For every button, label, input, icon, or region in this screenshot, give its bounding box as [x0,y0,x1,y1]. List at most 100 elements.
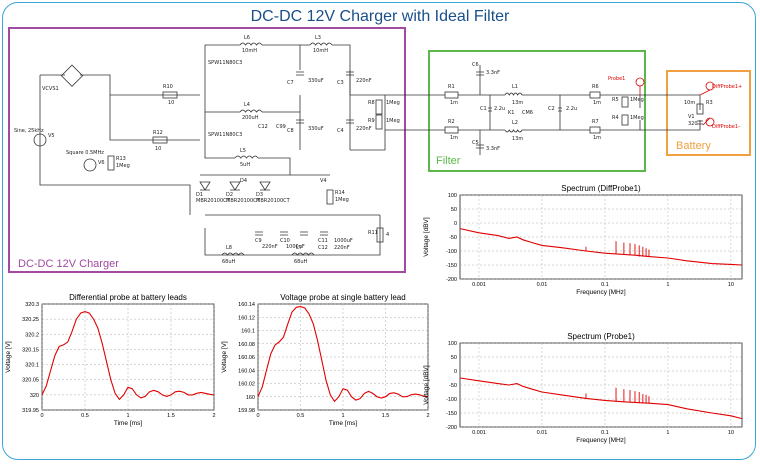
chart4-ytick-label: 100 [448,341,457,347]
chart1-ytick-label: 320.2 [25,332,39,338]
chart4-title: Spectrum (Probe1) [567,332,635,341]
label-c8-value: 330uF [308,126,324,132]
label-q2: SPW11N80C3 [208,132,243,138]
label-c2-value: 2.2u [566,106,578,112]
chart2-title: Voltage probe at single battery lead [280,293,405,302]
label-v6: V6 [98,160,105,166]
label-c7: C7 [287,80,294,86]
label-r10-value: 10 [168,100,175,106]
label-r5: R5 [612,97,619,103]
chart1-ytick-label: 320.25 [22,317,39,323]
chart1-ylabel: Voltage [V] [5,341,12,373]
label-k1: K1 [508,110,515,116]
chart3-title: Spectrum (DiffProbe1) [561,184,641,193]
chart3-ytick-label: -50 [449,235,457,241]
label-r1: R1 [448,84,455,90]
label-c11: C11 [318,238,328,244]
label-r1-value: 1m [450,100,459,106]
chart4-xtick-label: 0.1 [601,430,609,436]
label-r7: R7 [592,119,599,125]
label-v4: V4 [320,178,327,184]
chart1-ytick-label: 320.3 [25,302,39,308]
chart1-series-line [41,311,215,401]
label-d3-value: MBR20100CT [256,198,290,204]
chart2-ytick-label: 160.14 [238,302,255,308]
chart3-ytick-label: -150 [446,263,457,269]
chart1-ytick-label: 319.95 [22,408,39,414]
chart2-xtick-label: 0 [256,413,259,419]
label-l1-value: 13m [512,100,524,106]
label-r12: R12 [153,130,163,136]
label-c6-value: 3.3nF [486,70,500,76]
chart2-ytick-label: 160.08 [238,342,255,348]
label-r12-value: 10 [155,146,162,152]
label-c4: C4 [337,128,344,134]
chart3-xtick-label: 10 [728,282,734,288]
chart3-ylabel: Voltage [dBV] [423,217,430,257]
chart1-xlabel: Time [ms] [114,420,142,427]
label-l3-value: 10mH [313,48,328,54]
label-vcvs: VCVS1 [42,86,59,92]
label-c7-value: 330uF [308,78,324,84]
chart1-ytick-label: 320.15 [22,347,39,353]
label-r11-value: 4 [386,232,390,238]
charger-block [8,27,406,273]
chart2-ytick-label: 160.1 [241,329,255,335]
chart1-xtick-label: 1 [126,413,129,419]
label-l5: L5 [240,148,246,154]
label-v6-value: Square 0.5MHz [66,150,104,156]
chart1-xtick-label: 2 [212,413,215,419]
chart2-xtick-label: 0.5 [297,413,305,419]
label-v5: V5 [48,133,55,139]
label-c5: C5 [472,140,479,146]
label-c3: C3 [337,80,344,86]
label-r9-value: 1Meg [386,118,400,124]
chart2-series-line [257,306,429,403]
label-r6-value: 1m [593,100,602,106]
chart1-xtick-label: 1.5 [167,413,175,419]
label-r11: R11 [368,230,378,236]
chart1-ytick-label: 320 [30,393,39,399]
label-c9: C9 [255,238,262,244]
label-r9: R9 [368,118,375,124]
chart1-ytick-label: 320.1 [25,363,39,369]
label-c12-bottom: C12 [318,245,328,251]
label-r4-value: 1Meg [630,115,644,121]
label-c11-value: 1000uF [334,238,353,244]
chart2-xlabel: Time [ms] [329,420,357,427]
label-d1-value: MBR20100CT [196,198,230,204]
chart1-xtick-label: 0.5 [81,413,89,419]
label-c1-value: 2.2u [494,106,506,112]
charger-label: DC-DC 12V Charger [18,258,119,270]
label-l7: L7 [296,245,302,251]
label-c12-bottom-value: 220nF [334,245,350,251]
chart3-ytick-label: -200 [446,277,457,283]
label-r3: R3 [706,100,713,106]
label-d2-value: MBR20100CT [226,198,260,204]
page-title: DC-DC 12V Charger with Ideal Filter [250,8,510,25]
label-l7-value: 68uH [294,259,308,265]
filter-block [428,50,646,172]
label-r10: R10 [163,84,173,90]
label-l4-value: 200uH [242,115,259,121]
label-l2: L2 [512,120,518,126]
label-v5-value: Sine, 25kHz [14,128,44,134]
chart3-ytick-label: -100 [446,249,457,255]
label-d4: D4 [240,178,248,184]
chart4-xlabel: Frequency [MHz] [576,437,626,444]
label-l4: L4 [244,102,250,108]
label-v1-value: 320 [688,121,698,127]
chart3-ytick-label: 50 [451,207,457,213]
chart2-xtick-label: 2 [426,413,429,419]
label-probe1: Probe1 [608,76,626,82]
label-c10-value: 1000uF [286,244,305,250]
chart4-xtick-label: 1 [666,430,669,436]
chart4-xtick-label: 0.01 [537,430,548,436]
chart2-ylabel: Voltage [V] [221,341,228,373]
label-r14-value: 1Meg [335,197,349,203]
chart3-xtick-label: 0.1 [601,282,609,288]
chart3-ytick-label: 100 [448,193,457,199]
label-l6: L6 [244,35,250,41]
label-r13-value: 1Meg [116,163,130,169]
